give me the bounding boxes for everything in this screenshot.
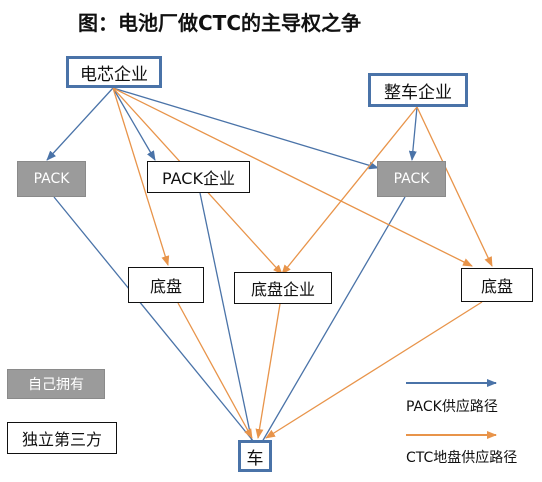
edge-cell-to-chassis-right [112, 87, 473, 267]
edge-cell-to-pack-mid [112, 87, 156, 161]
legend-ctc-route-label: CTC地盘供应路径 [406, 450, 518, 466]
edge-pack-left-to-car [53, 196, 255, 443]
node-car: 车 [238, 440, 272, 472]
diagram-title: 图：电池厂做CTC的主导权之争 [78, 11, 361, 35]
edge-oem-to-chassis-right [416, 106, 493, 267]
node-oem-enterprise: 整车企业 [368, 73, 468, 107]
edge-chassis-right-to-car [265, 301, 483, 439]
legend-third-party-swatch: 独立第三方 [7, 422, 117, 454]
node-pack-left: PACK [17, 161, 86, 197]
edge-pack-right-to-car [261, 196, 406, 443]
node-pack-enterprise: PACK企业 [147, 161, 250, 193]
edge-cell-to-chassis-left [112, 87, 170, 266]
edge-oem-to-pack-right [408, 106, 418, 161]
edge-pack-mid-to-car [199, 192, 253, 443]
edge-cell-to-pack-left [46, 87, 114, 161]
legend-pack-route-label: PACK供应路径 [406, 399, 498, 415]
node-cell-enterprise: 电芯企业 [66, 56, 162, 88]
edge-cell-to-pack-right [112, 87, 379, 170]
edge-oem-to-chassis-mid [281, 106, 418, 275]
node-pack-right: PACK [377, 161, 446, 197]
edge-chassis-mid-to-car [255, 303, 281, 439]
node-chassis-enterprise: 底盘企业 [234, 272, 332, 304]
node-chassis-left: 底盘 [128, 267, 204, 303]
legend-self-owned-swatch: 自己拥有 [7, 369, 105, 399]
node-chassis-right: 底盘 [461, 268, 533, 302]
edge-chassis-left-to-car [177, 302, 253, 439]
